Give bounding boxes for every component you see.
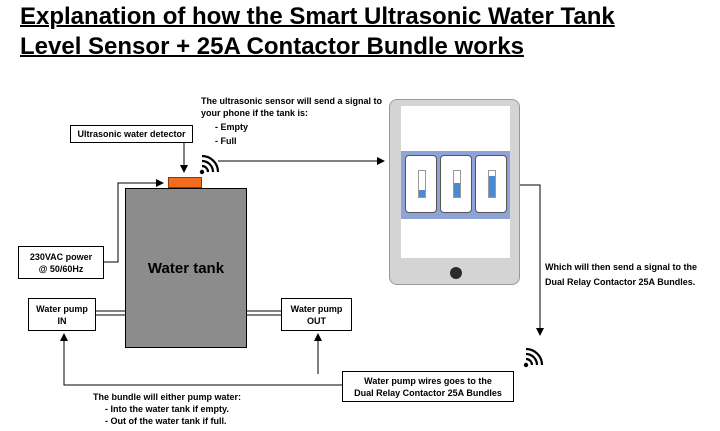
app-screens-band	[401, 151, 510, 219]
bundle-action-annotation: The bundle will either pump water: - Int…	[93, 391, 313, 427]
level-tube	[418, 170, 426, 198]
level-tube	[488, 170, 496, 198]
water-tank: Water tank	[125, 188, 247, 348]
relay-wires-text-1: Water pump wires goes to the	[364, 375, 492, 386]
ultrasonic-sensor	[168, 177, 202, 188]
pipe-in	[96, 310, 125, 316]
phone-screen	[401, 106, 510, 258]
pump-in-box: Water pump IN	[28, 298, 96, 331]
power-text-1: 230VAC power	[29, 251, 93, 262]
bundle-action-item-2: - Out of the water tank if full.	[105, 416, 227, 426]
sensor-signal-line-2: your phone if the tank is:	[201, 108, 309, 118]
title-line-2: Level Sensor + 25A Contactor Bundle work…	[20, 33, 524, 60]
pump-out-text-1: Water pump	[290, 303, 343, 314]
power-text-2: @ 50/60Hz	[38, 263, 84, 274]
wifi-signal-icon	[523, 347, 544, 368]
relay-signal-annotation: Which will then send a signal to the Dua…	[545, 261, 717, 288]
power-supply-box: 230VAC power @ 50/60Hz	[18, 246, 104, 279]
home-button	[450, 267, 462, 279]
pump-in-text-1: Water pump	[36, 303, 88, 314]
title-line-1: Explanation of how the Smart Ultrasonic …	[20, 3, 615, 30]
pipe-out	[247, 310, 281, 316]
smartphone	[389, 99, 520, 285]
sensor-signal-line-1: The ultrasonic sensor will send a signal…	[201, 96, 383, 106]
level-bar	[419, 190, 425, 197]
sensor-signal-item-2: - Full	[215, 136, 237, 146]
pump-in-text-2: IN	[57, 315, 67, 326]
ultrasonic-detector-label: Ultrasonic water detector	[70, 125, 193, 143]
ultrasonic-detector-text: Ultrasonic water detector	[77, 129, 186, 139]
bundle-action-item-1: - Into the water tank if empty.	[105, 404, 229, 414]
relay-wires-box: Water pump wires goes to the Dual Relay …	[342, 371, 514, 402]
app-screen-1	[405, 155, 437, 213]
pump-out-box: Water pump OUT	[281, 298, 352, 331]
page-title: Explanation of how the Smart Ultrasonic …	[20, 2, 710, 62]
water-tank-label: Water tank	[147, 259, 225, 277]
level-bar	[489, 176, 495, 197]
level-bar	[454, 183, 460, 197]
pump-in-arrow	[60, 333, 342, 386]
sensor-signal-item-1: - Empty	[215, 122, 249, 132]
level-tube	[453, 170, 461, 198]
pump-out-text-2: OUT	[307, 315, 326, 326]
wifi-signal-icon	[199, 154, 220, 175]
bundle-action-line-1: The bundle will either pump water:	[93, 392, 242, 402]
app-screen-3	[475, 155, 507, 213]
power-arrow	[104, 179, 164, 263]
relay-signal-line-1: Which will then send a signal to the	[545, 262, 698, 272]
sensor-signal-annotation: The ultrasonic sensor will send a signal…	[201, 95, 401, 147]
relay-signal-line-2: Dual Relay Contactor 25A Bundles.	[545, 277, 696, 287]
app-screen-2	[440, 155, 472, 213]
relay-wires-text-2: Dual Relay Contactor 25A Bundles	[354, 387, 502, 398]
relay-arrow	[520, 184, 544, 336]
